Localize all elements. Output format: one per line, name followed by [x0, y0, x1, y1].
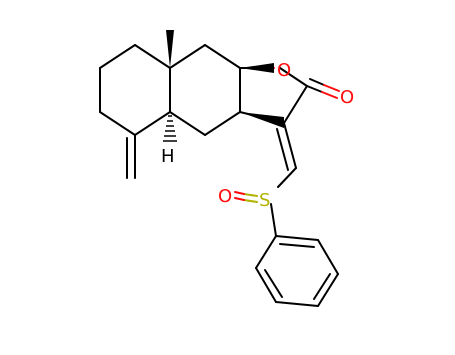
bond [309, 78, 325, 86]
atom-labels: O O O S H [161, 60, 354, 211]
bond [234, 197, 245, 201]
bond [234, 191, 245, 195]
bond [169, 44, 206, 69]
hydrogen-label: H [161, 146, 175, 167]
bond [317, 273, 339, 307]
bonds [99, 44, 339, 307]
bond [313, 273, 331, 300]
bond [283, 122, 297, 169]
bond [204, 111, 241, 136]
bond [275, 235, 319, 241]
bond [270, 203, 277, 237]
bond [99, 111, 136, 136]
bond [279, 243, 315, 248]
bond [279, 67, 308, 87]
hashed-bond [163, 115, 177, 142]
wedge-bond [240, 112, 284, 128]
bond [169, 111, 206, 136]
bond [255, 267, 277, 303]
sulfur-label: S [259, 190, 270, 211]
sulfoxide-oxygen-label: O [218, 186, 232, 207]
bond [275, 301, 319, 307]
stereo-bonds [163, 30, 284, 142]
wedge-bond [240, 63, 274, 73]
bond [321, 91, 338, 99]
bond [323, 84, 340, 92]
bond [134, 44, 171, 69]
bond [264, 269, 283, 298]
bond [204, 44, 241, 69]
bond [243, 199, 258, 203]
bond [243, 193, 258, 197]
bond [134, 111, 171, 136]
bond [306, 85, 323, 93]
bond [99, 44, 136, 69]
ring-oxygen-label: O [277, 60, 291, 81]
carbonyl-oxygen-label: O [340, 87, 354, 108]
bond [317, 239, 339, 275]
bond [277, 167, 297, 188]
bond [276, 128, 289, 171]
wedge-bond [166, 30, 174, 68]
bond [283, 85, 308, 124]
bond [255, 235, 277, 269]
